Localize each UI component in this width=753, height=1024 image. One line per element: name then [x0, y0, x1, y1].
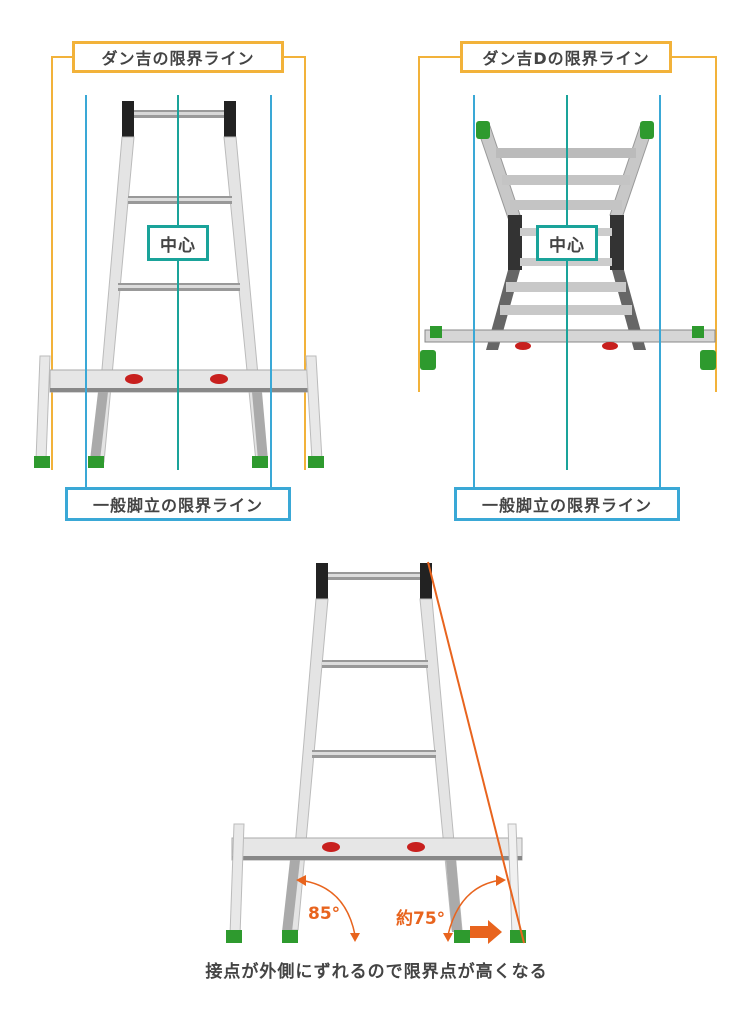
left-bottom-limit-label: 一般脚立の限界ライン [65, 487, 291, 521]
right-center-label: 中心 [536, 225, 598, 261]
bottom-caption: 接点が外側にずれるので限界点が高くなる [205, 962, 548, 982]
right-bottom-limit-label: 一般脚立の限界ライン [454, 487, 680, 521]
bottom-ladder [226, 561, 526, 944]
left-center-label: 中心 [147, 225, 209, 261]
angle-75-label: 約75° [396, 909, 446, 929]
right-ladder [418, 56, 717, 487]
right-top-limit-label: ダン吉Dの限界ライン [460, 41, 672, 73]
angle-85-label: 85° [308, 904, 341, 924]
left-top-limit-label: ダン吉の限界ライン [72, 41, 284, 73]
left-ladder [34, 56, 324, 487]
